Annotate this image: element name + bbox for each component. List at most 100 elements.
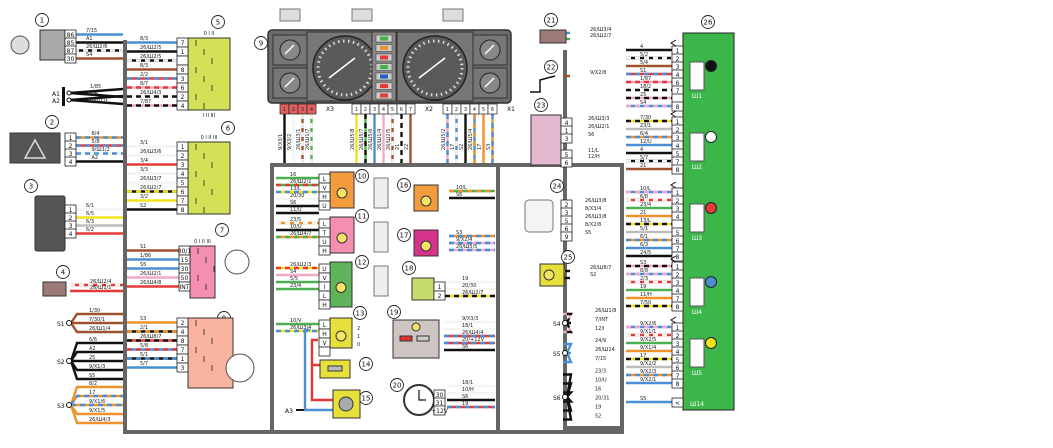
cluster-pin-number: 2 [364, 107, 367, 113]
component-number: 5 [216, 19, 220, 27]
pin-label: 2 [676, 272, 680, 279]
component-number-badge [561, 250, 575, 264]
wire-label: 21 [640, 210, 646, 216]
wire-label: 26/Ш5/8 [350, 129, 356, 150]
wire-label: 12/U [640, 139, 652, 145]
wire-label: 11/L [588, 148, 599, 154]
wire-label: 24/9 [595, 338, 606, 344]
wire-label: 26/Ш14 [595, 347, 615, 353]
pin-label: 1 [181, 144, 185, 151]
pin-label: 8 [676, 304, 680, 311]
wire-label: 26/Ш4/4 [462, 330, 483, 336]
splice-label: S2 [57, 359, 65, 366]
wire-label: 9/X2/8 [590, 70, 606, 76]
wire-label: 19 [462, 276, 468, 282]
component-number-badge [550, 179, 564, 193]
wire-label: 19 [462, 401, 468, 407]
pin-label: 87 [67, 48, 75, 55]
wire-label: 5/7 [140, 361, 148, 367]
diagnostic-connector-icon [524, 199, 554, 233]
wire-label: 9/X2/1 [640, 377, 656, 383]
wire-label: S3 [486, 144, 492, 150]
component-number: 26 [704, 19, 713, 27]
block-connector-label: Ш5 [692, 370, 702, 377]
pin-label: 4 [676, 143, 680, 150]
wire-label: 23/4 [640, 202, 651, 208]
wire-label: 11/U [290, 207, 302, 213]
connector-pinout-icon [373, 177, 389, 209]
pin-label: 2 [181, 94, 185, 101]
relay-body [39, 29, 66, 61]
control-unit-pin [64, 228, 77, 239]
column-switch-body [187, 317, 234, 389]
heater-wire [303, 328, 333, 412]
component-number-badge [359, 357, 373, 371]
pin-label: 4 [676, 349, 680, 356]
wire-label: 9/X2/5 [640, 337, 656, 343]
pin-label: 30 [181, 266, 189, 273]
pin-label: 5 [676, 357, 680, 364]
component-number-badge [397, 178, 411, 192]
component-number-badge [355, 255, 369, 269]
wiper-switch-body [187, 141, 231, 215]
wire-label: 23/1 [640, 123, 651, 129]
wire-label: 26/Ш5/7 [359, 129, 365, 150]
component-number: 9 [259, 40, 263, 48]
wire-label: 17 [89, 390, 95, 396]
color-dot-marker [705, 131, 717, 143]
cluster-pin-number: 4 [310, 107, 313, 113]
component-number: 12 [358, 259, 367, 267]
splice-point [562, 320, 568, 326]
wire-label: 25 [89, 355, 95, 361]
wire-label: 9/X3/2 [287, 134, 293, 150]
wire-label: 26/Ш8/7 [140, 334, 161, 340]
light-switch-pin [176, 55, 189, 66]
gauge-needle [284, 77, 295, 88]
splice-wire [563, 396, 573, 421]
wire-label: 5/5 [290, 276, 298, 282]
wire-label: 26/Ш2/7 [140, 185, 161, 191]
pin-label: 2 [181, 153, 185, 160]
resistor-icon [327, 365, 343, 372]
component-number-badge [534, 98, 548, 112]
indicator-lamp-icon [380, 46, 388, 50]
wire-label: 26/Ш4/3 [140, 90, 161, 96]
wire-label: S2 [590, 272, 596, 278]
pin-label: L [323, 293, 327, 300]
wire-label: 26/Ш1/8 [595, 308, 616, 314]
wire-label: 6/8 [640, 194, 648, 200]
connector-arrow-icon [670, 181, 677, 189]
pin-label: 7 [181, 347, 185, 354]
pin-label: 1 [676, 325, 680, 332]
pin-label: 5 [565, 218, 569, 225]
pin-label: 1 [69, 207, 73, 214]
lamp-icon [543, 269, 555, 281]
cluster-pin-number: 3 [464, 107, 467, 113]
cluster-connector-label: X1 [507, 106, 515, 113]
lighter-element-icon [399, 335, 413, 342]
wire-label: S2 [595, 414, 601, 420]
splice-label: S3 [57, 403, 65, 410]
wire-label: 10/Н [462, 387, 474, 393]
pin-label: 2 [438, 293, 442, 300]
pin-label: 7 [181, 198, 185, 205]
color-dot-marker [705, 202, 717, 214]
block-connector-label: Ш14 [690, 401, 704, 408]
wire-label: S6 [462, 344, 468, 350]
cluster-pin-number: 6 [491, 107, 494, 113]
wire-label: 9/X1/1 [640, 329, 656, 335]
switch-positions-label: I II III [203, 113, 215, 119]
color-dot-marker [705, 276, 717, 288]
gauge-needle [484, 44, 495, 55]
wire-label: 4 [640, 44, 643, 50]
wire-label: 10/V [290, 318, 302, 324]
dial-ticks [406, 39, 464, 97]
connector-pinout-icon [442, 8, 464, 22]
pin-label: 8 [181, 338, 185, 345]
wire-label: 7/15 [86, 28, 97, 34]
connector-pinout-icon [351, 8, 373, 22]
pin-label: 6 [676, 80, 680, 87]
wire-label: 7/15 [595, 356, 606, 362]
wire-label: 26/Ш2/3 [290, 262, 311, 268]
heater-motor-body [332, 389, 361, 419]
